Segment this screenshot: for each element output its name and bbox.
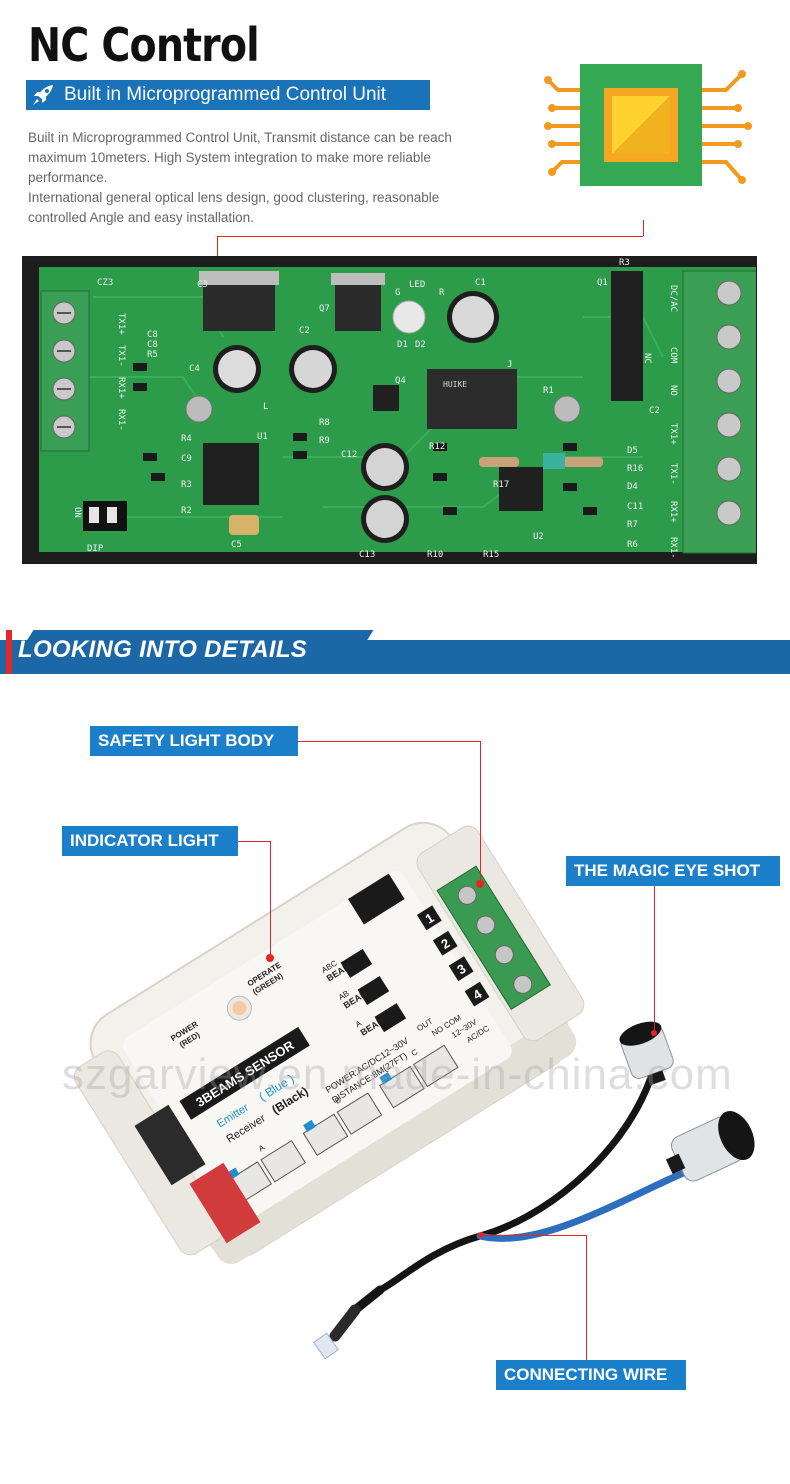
callout-dot	[651, 1030, 657, 1036]
pcb-image: CZ3 C3 LED G R C1 R3 Q1 C8 C8 R5 C4 C2 Q…	[23, 257, 756, 563]
pcb-label: R1	[543, 386, 554, 396]
pcb-label: NC	[642, 353, 652, 364]
pcb-label: J	[507, 360, 512, 370]
pcb-label: COM	[668, 347, 678, 364]
pcb-label: C3	[197, 280, 208, 290]
pcb-label: D2	[415, 340, 426, 350]
pcb-label: R3	[181, 480, 192, 490]
pcb-label: C11	[627, 502, 643, 512]
pcb-label: ON	[72, 507, 82, 518]
pointer-line	[217, 236, 643, 237]
connector-letter: B	[333, 1095, 342, 1105]
pcb-label: C5	[231, 540, 242, 550]
callout-indicator-light: INDICATOR LIGHT	[62, 826, 238, 856]
pcb-label: C2	[649, 406, 660, 416]
pcb-label: NO	[668, 385, 678, 396]
pcb-label: R2	[181, 506, 192, 516]
description-line: performance.	[28, 170, 108, 185]
pcb-label: U2	[533, 532, 544, 542]
pcb-label: R15	[483, 550, 499, 560]
sensor-product-photo: 1 2 3 4 3BEAMS SENSOR POWER (RED) OPERAT…	[73, 821, 755, 1360]
callout-line	[238, 841, 270, 842]
pcb-label: RX1+	[116, 377, 126, 399]
pcb-label: R10	[427, 550, 443, 560]
subtitle-text: Built in Microprogrammed Control Unit	[64, 84, 387, 105]
callout-line	[270, 841, 271, 957]
pcb-label: C2	[299, 326, 310, 336]
description-line: controlled Angle and easy installation.	[28, 210, 254, 225]
description-line: International general optical lens desig…	[28, 190, 440, 205]
subtitle-bar: Built in Microprogrammed Control Unit	[26, 80, 430, 110]
pcb-label: R7	[627, 520, 638, 530]
description-line: maximum 10meters. High System integratio…	[28, 150, 431, 165]
pcb-label: DC/AC	[668, 285, 678, 312]
pcb-label: R12	[429, 442, 445, 452]
pcb-label: U1	[257, 432, 268, 442]
pcb-label: C4	[189, 364, 200, 374]
callout-line	[298, 741, 480, 742]
pcb-label: D5	[627, 446, 638, 456]
pcb-label: D4	[627, 482, 638, 492]
callout-dot	[478, 1232, 484, 1238]
callout-connecting-wire: CONNECTING WIRE	[496, 1360, 686, 1390]
connector-letter: A	[257, 1143, 267, 1154]
pcb-label: R9	[319, 436, 330, 446]
callout-safety-light-body: SAFETY LIGHT BODY	[90, 726, 298, 756]
pcb-photo: CZ3 C3 LED G R C1 R3 Q1 C8 C8 R5 C4 C2 Q…	[22, 256, 757, 564]
callout-line	[654, 886, 655, 1032]
pcb-label: R17	[493, 480, 509, 490]
pcb-label: G	[395, 288, 400, 298]
rocket-icon	[33, 85, 53, 105]
pcb-label: TX1+	[116, 313, 126, 335]
pcb-label: R16	[627, 464, 643, 474]
connector-letter: C	[410, 1047, 420, 1058]
pcb-label: Q7	[319, 304, 330, 314]
callout-magic-eye-shot: THE MAGIC EYE SHOT	[566, 856, 780, 886]
pcb-label: TX1+	[668, 423, 678, 445]
pcb-label: TX1-	[116, 345, 126, 367]
callout-line	[483, 1235, 586, 1236]
page-title: NC Control	[28, 18, 260, 72]
pcb-label: D1	[397, 340, 408, 350]
pcb-label: C12	[341, 450, 357, 460]
section-banner-red-mark	[6, 630, 12, 674]
pcb-label: C9	[181, 454, 192, 464]
pcb-label: C8	[147, 340, 158, 350]
pcb-label: HUIKE	[443, 380, 467, 389]
pcb-label: C13	[359, 550, 375, 560]
pcb-label: RX1+	[668, 501, 678, 523]
pcb-label: Q4	[395, 376, 406, 386]
pcb-label: R8	[319, 418, 330, 428]
pointer-line	[643, 220, 644, 236]
description-line: Built in Microprogrammed Control Unit, T…	[28, 130, 452, 145]
pcb-label: RX1-	[116, 409, 126, 431]
pcb-label: R5	[147, 350, 158, 360]
section-title: LOOKING INTO DETAILS	[18, 636, 308, 663]
callout-line	[480, 741, 481, 883]
callout-dot	[476, 880, 484, 888]
chip-icon	[544, 64, 752, 186]
pcb-label: R3	[619, 258, 630, 268]
pcb-label: C8	[147, 330, 158, 340]
watermark: szgarview.en.made-in-china.com	[62, 1050, 733, 1099]
beam-letters: A	[354, 1018, 364, 1029]
pcb-label: L	[263, 402, 268, 412]
callout-dot	[266, 954, 274, 962]
pcb-label: C1	[475, 278, 486, 288]
pcb-label: LED	[409, 280, 425, 290]
pcb-label: Q1	[597, 278, 608, 288]
pcb-label: R6	[627, 540, 638, 550]
pcb-label: R4	[181, 434, 192, 444]
pcb-label: DIP	[87, 544, 104, 554]
pcb-label: CZ3	[97, 278, 113, 288]
pcb-label: R	[439, 288, 445, 298]
pcb-label: TX1-	[668, 463, 678, 485]
description: Built in Microprogrammed Control Unit, T…	[28, 128, 528, 228]
callout-line	[586, 1235, 587, 1360]
pcb-label: RX1-	[668, 537, 678, 559]
